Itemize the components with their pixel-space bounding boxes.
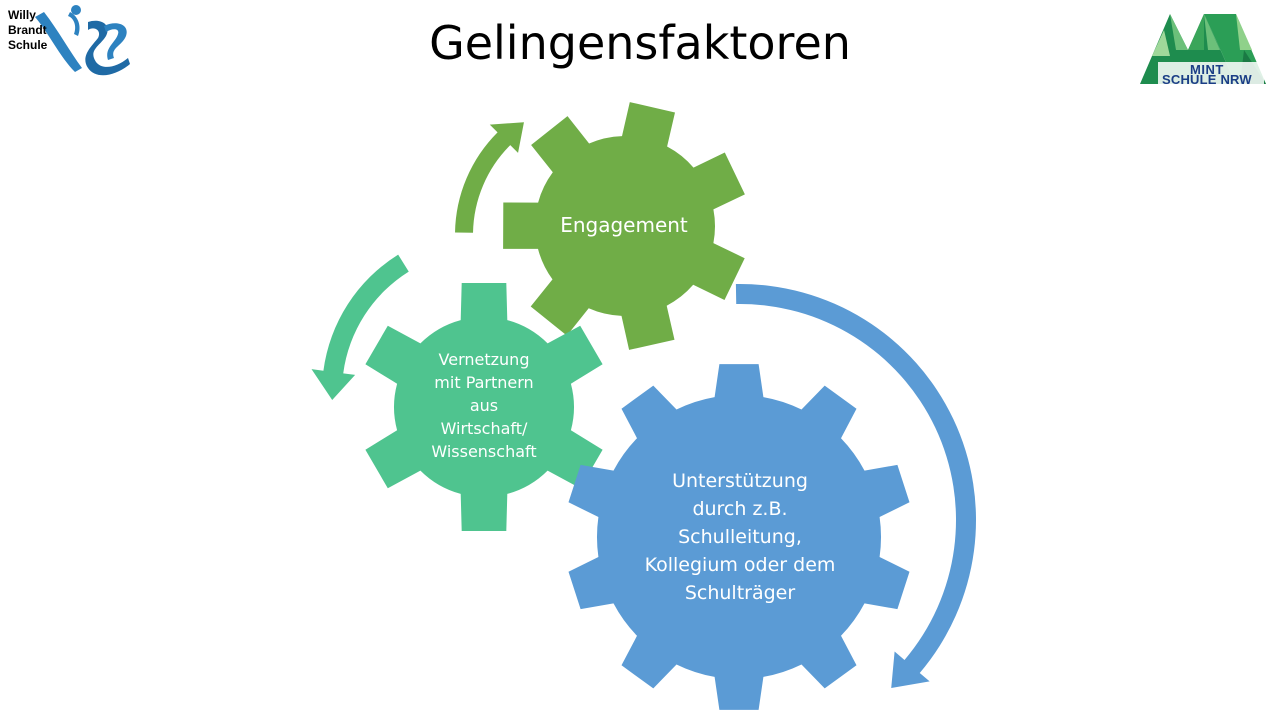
- willy-brandt-schule-logo: Willy Brandt Schule: [0, 0, 140, 80]
- arrow-green: [455, 122, 524, 233]
- logo-left-line: Schule: [8, 38, 48, 52]
- gear-unterstuetzung-label: Unterstützung durch z.B. Schulleitung, K…: [644, 470, 836, 604]
- gear-unterstuetzung: [568, 364, 910, 710]
- gear-engagement-label: Engagement: [560, 213, 688, 237]
- mint-mountain-icon: [1140, 14, 1266, 86]
- wbs-swoosh-icon: [35, 5, 130, 76]
- logo-mint-text: MINT: [1190, 62, 1224, 77]
- arrow-teal: [311, 254, 409, 400]
- logo-schule-text: SCHULE NRW: [1162, 72, 1252, 87]
- page-title: Gelingensfaktoren: [429, 16, 851, 70]
- arrow-blue: [735, 284, 976, 688]
- gear-engagement: [503, 102, 745, 350]
- gear-vernetzung: [365, 283, 603, 531]
- mint-schule-nrw-logo: MINT SCHULE NRW: [1140, 10, 1268, 88]
- gear-vernetzung-label: Vernetzung mit Partnern aus Wirtschaft/ …: [431, 350, 537, 461]
- logo-left-line: Brandt: [8, 23, 47, 37]
- logo-left-line: Willy: [8, 8, 36, 22]
